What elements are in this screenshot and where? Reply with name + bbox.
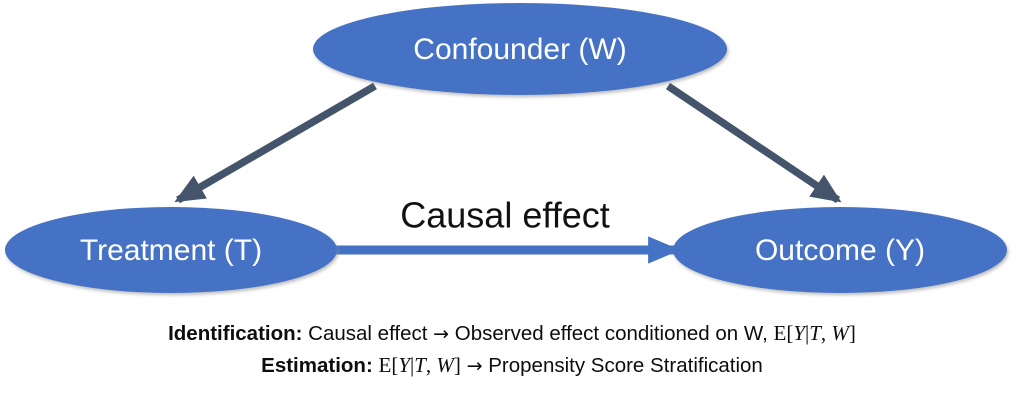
- expectation-open-bracket: [: [786, 321, 794, 345]
- expectation2-comma: ,: [425, 353, 432, 377]
- identification-text-after: Observed effect conditioned on W,: [454, 322, 768, 345]
- expectation2-bar: |: [410, 353, 415, 377]
- identification-arrow-icon: →: [433, 323, 450, 345]
- identification-text-before: Causal effect: [308, 322, 428, 345]
- edge-confounder-to-outcome: [665, 82, 842, 204]
- identification-lead: Identification:: [168, 322, 303, 345]
- expectation2-close-bracket: ]: [453, 353, 461, 377]
- expectation2-w: W: [436, 353, 454, 377]
- expectation-y: Y: [793, 321, 806, 345]
- identification-expectation-expression: E[Y|T, W]: [774, 321, 856, 345]
- expectation2-operator: E: [378, 353, 392, 377]
- edge-confounder-to-treatment: [174, 82, 377, 204]
- caption-block: Identification: Causal effect → Observed…: [0, 318, 1024, 382]
- expectation-w: W: [831, 321, 849, 345]
- expectation-operator: E: [773, 321, 787, 345]
- estimation-text-after: Propensity Score Stratification: [488, 354, 763, 377]
- estimation-expectation-expression: E[Y|T, W]: [378, 353, 460, 377]
- treatment-label: Treatment (T): [80, 234, 262, 267]
- treatment-ellipse[interactable]: [5, 207, 337, 293]
- expectation-comma: ,: [820, 321, 827, 345]
- node-outcome[interactable]: Outcome (Y): [673, 207, 1007, 293]
- causal-effect-edge-label: Causal effect: [400, 195, 609, 236]
- expectation-bar: |: [805, 321, 810, 345]
- expectation2-open-bracket: [: [391, 353, 399, 377]
- confounder-label: Confounder (W): [413, 33, 626, 66]
- expectation2-t: T: [414, 353, 426, 377]
- expectation-t: T: [809, 321, 821, 345]
- outcome-label: Outcome (Y): [755, 234, 925, 267]
- expectation-close-bracket: ]: [848, 321, 856, 345]
- estimation-lead: Estimation:: [261, 354, 373, 377]
- caption-line-identification: Identification: Causal effect → Observed…: [0, 318, 1024, 350]
- caption-line-estimation: Estimation: E[Y|T, W] → Propensity Score…: [0, 350, 1024, 382]
- estimation-arrow-icon: →: [466, 355, 483, 377]
- confounder-ellipse[interactable]: [313, 3, 727, 95]
- outcome-ellipse[interactable]: [673, 207, 1007, 293]
- expectation2-y: Y: [398, 353, 410, 377]
- node-treatment[interactable]: Treatment (T): [5, 207, 337, 293]
- node-confounder[interactable]: Confounder (W): [313, 3, 727, 95]
